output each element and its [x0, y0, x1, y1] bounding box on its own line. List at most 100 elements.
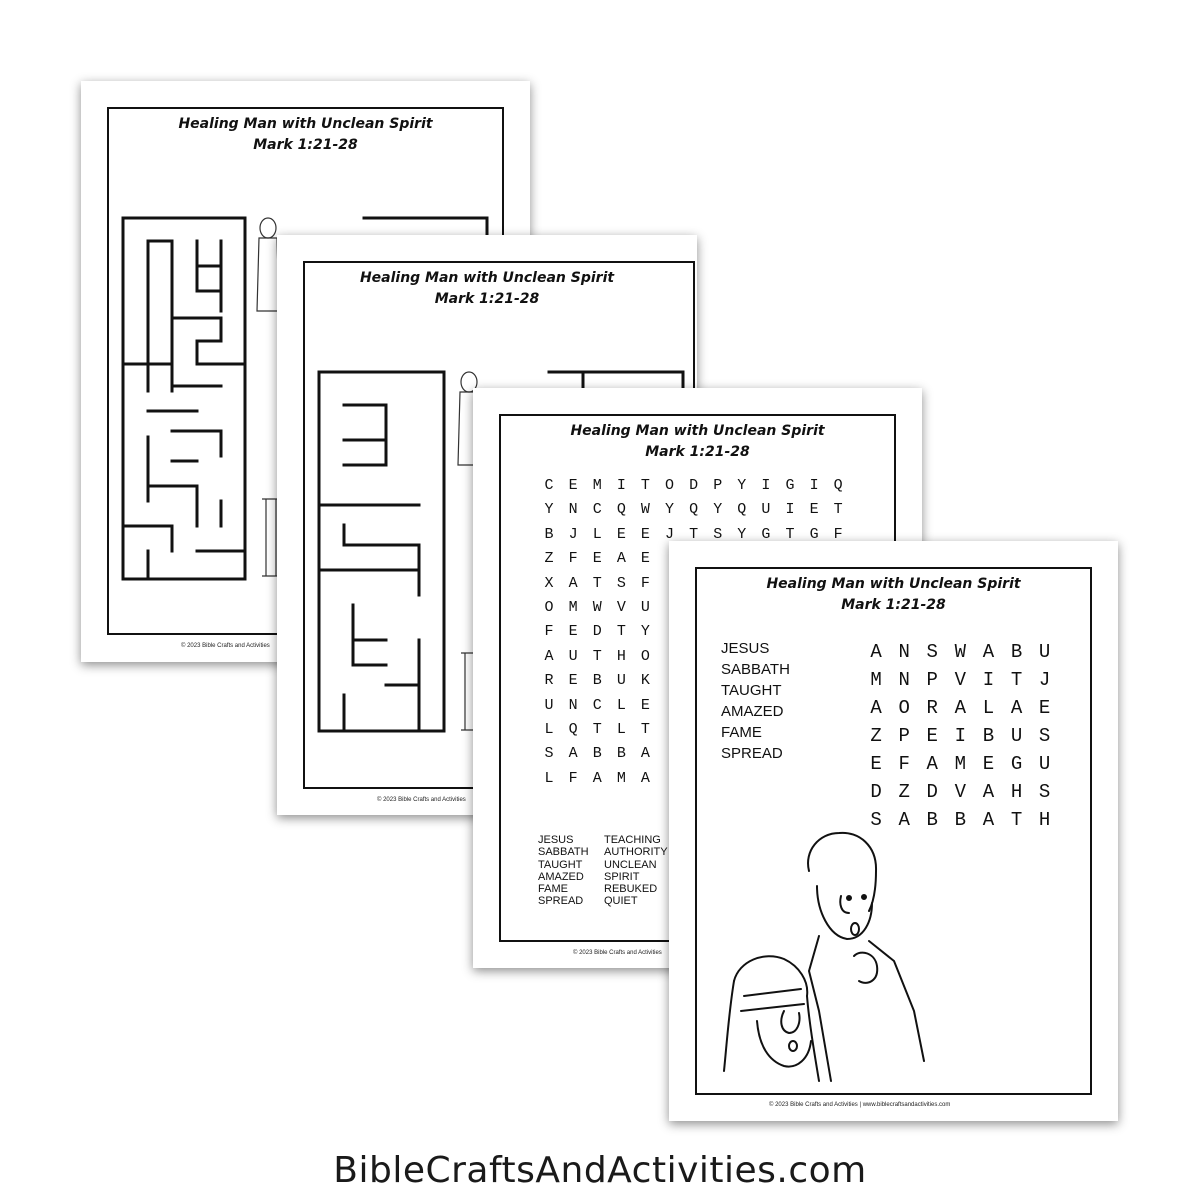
- grid-letter: O: [898, 697, 910, 719]
- grid-letter: T: [689, 525, 699, 543]
- grid-letter: B: [616, 745, 626, 763]
- grid-letter: C: [592, 501, 602, 519]
- grid-letter: H: [1010, 781, 1023, 803]
- grid-letter: D: [592, 623, 602, 641]
- grid-letter: T: [640, 721, 650, 739]
- grid-letter: A: [982, 641, 995, 663]
- word-bank: JESUS SABBATH TAUGHT AMAZED FAME SPREAD: [721, 638, 790, 764]
- worksheet-title: Healing Man with Unclean Spirit Mark 1:2…: [473, 421, 922, 463]
- grid-letter: V: [616, 599, 626, 617]
- word-bank-column-1: JESUS SABBATH TAUGHT AMAZED FAME SPREAD: [538, 834, 589, 908]
- grid-letter: E: [640, 696, 650, 714]
- worksheet-footer: © 2023 Bible Crafts and Activities | www…: [769, 1102, 951, 1108]
- grid-letter: W: [640, 501, 650, 519]
- grid-letter: M: [568, 599, 578, 617]
- grid-letter: Z: [870, 725, 882, 747]
- grid-letter: A: [926, 753, 938, 775]
- grid-letter: I: [761, 477, 771, 494]
- grid-letter: A: [982, 809, 995, 831]
- grid-letter: B: [592, 672, 602, 690]
- grid-letter: S: [870, 809, 882, 831]
- word-bank-item: AMAZED: [721, 703, 784, 720]
- worksheet-title: Healing Man with Unclean Spirit Mark 1:2…: [669, 574, 1118, 616]
- grid-letter: N: [898, 641, 910, 663]
- grid-letter: A: [870, 641, 882, 663]
- grid-letter: L: [616, 721, 626, 739]
- word-bank-item: TAUGHT: [721, 682, 782, 699]
- word-bank-item: JESUS: [721, 640, 770, 657]
- grid-letter: U: [761, 501, 771, 519]
- word-bank-item: AMAZED: [538, 870, 584, 883]
- grid-letter: Y: [640, 623, 650, 641]
- grid-letter: J: [568, 525, 578, 543]
- grid-letter: F: [640, 574, 650, 592]
- grid-letter: A: [870, 697, 882, 719]
- grid-letter: U: [568, 647, 578, 665]
- grid-letter: T: [785, 525, 795, 543]
- grid-letter: I: [982, 669, 995, 691]
- grid-letter: W: [592, 599, 602, 617]
- grid-letter: P: [898, 725, 910, 747]
- grid-letter: S: [1038, 781, 1051, 803]
- grid-letter: S: [926, 641, 938, 663]
- grid-letter: T: [1010, 809, 1023, 831]
- grid-letter: G: [1010, 753, 1023, 775]
- grid-letter: I: [954, 725, 967, 747]
- grid-letter: A: [982, 781, 995, 803]
- grid-letter: F: [568, 769, 578, 787]
- grid-letter: B: [982, 725, 995, 747]
- grid-letter: Z: [898, 781, 910, 803]
- grid-letter: M: [592, 477, 602, 494]
- grid-letter: O: [544, 599, 554, 617]
- grid-letter: H: [616, 647, 626, 665]
- grid-letter: E: [926, 725, 938, 747]
- scripture-reference: Mark 1:21-28: [841, 597, 946, 613]
- word-bank-item: TAUGHT: [538, 858, 583, 871]
- grid-letter: A: [616, 550, 626, 568]
- grid-letter: Q: [568, 721, 578, 739]
- grid-letter: H: [1038, 809, 1051, 831]
- word-bank-item: SPREAD: [721, 745, 783, 762]
- grid-letter: B: [954, 809, 967, 831]
- grid-letter: A: [954, 697, 967, 719]
- grid-letter: E: [982, 753, 995, 775]
- grid-letter: A: [640, 745, 650, 763]
- grid-letter: S: [713, 525, 723, 543]
- word-bank-item: JESUS: [538, 834, 574, 846]
- wordsearch-worksheet-small: Healing Man with Unclean Spirit Mark 1:2…: [669, 541, 1118, 1121]
- word-bank-item: TEACHING: [604, 834, 661, 846]
- title-text: Healing Man with Unclean Spirit: [359, 270, 615, 286]
- grid-letter: J: [1038, 669, 1051, 691]
- grid-letter: P: [926, 669, 938, 691]
- grid-letter: O: [640, 647, 650, 665]
- grid-letter: V: [954, 781, 967, 803]
- scripture-reference: Mark 1:21-28: [645, 444, 750, 460]
- grid-letter: N: [568, 696, 578, 714]
- grid-letter: F: [544, 623, 554, 641]
- grid-letter: A: [898, 809, 910, 831]
- grid-letter: T: [640, 477, 650, 494]
- grid-letter: R: [926, 697, 938, 719]
- grid-letter: U: [640, 599, 650, 617]
- grid-letter: M: [616, 769, 626, 787]
- jesus-and-man-illustration: [723, 831, 925, 1082]
- title-text: Healing Man with Unclean Spirit: [570, 423, 825, 439]
- title-text: Healing Man with Unclean Spirit: [766, 576, 1021, 592]
- grid-letter: F: [568, 550, 578, 568]
- maze-puzzle: [121, 216, 489, 581]
- scripture-reference: Mark 1:21-28: [253, 137, 358, 153]
- grid-letter: D: [689, 477, 699, 494]
- grid-letter: E: [568, 477, 578, 494]
- grid-letter: X: [544, 574, 554, 592]
- word-bank-item: REBUKED: [604, 883, 658, 896]
- grid-letter: T: [592, 721, 602, 739]
